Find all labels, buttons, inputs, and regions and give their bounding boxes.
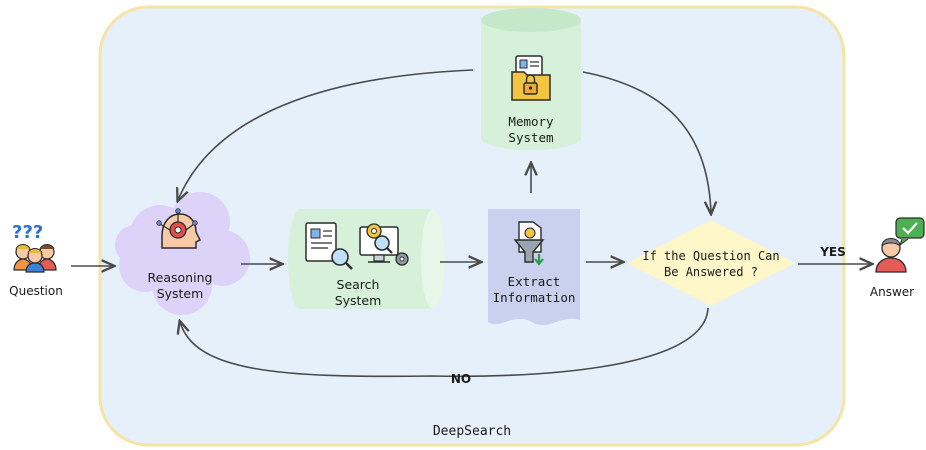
extract-label-line2: Information [492, 290, 576, 305]
arrow-memory-to-decision [582, 71, 711, 213]
deepsearch-label: DeepSearch [432, 424, 512, 439]
reasoning-system-cloud [115, 192, 250, 315]
arrow-decision-no-to-reasoning [180, 307, 709, 378]
no-edge-label: NO [450, 372, 472, 386]
search-label-line1: Search [336, 277, 380, 292]
reasoning-label-line1: Reasoning [147, 270, 213, 285]
extract-information-node [488, 209, 580, 326]
funnel-filter-icon [513, 221, 545, 266]
extract-information-label: Extract Information [486, 274, 582, 306]
monitor-gear-icon [359, 223, 409, 266]
confused-people-icon: ??? [12, 222, 57, 273]
brain-gear-icon [156, 208, 202, 249]
answer-label: Answer [869, 285, 915, 299]
decision-label-line1: If the Question Can [642, 249, 780, 263]
reasoning-label-line2: System [156, 286, 204, 301]
deepsearch-container [98, 5, 846, 447]
extract-label-line1: Extract [507, 274, 561, 289]
memory-label-line2: System [508, 130, 554, 145]
person-check-icon [875, 217, 925, 273]
search-label-line2: System [334, 293, 382, 308]
reasoning-system-label: Reasoning System [130, 270, 230, 302]
locked-folder-icon [511, 55, 551, 101]
question-label: Question [9, 284, 63, 298]
decision-diamond [627, 220, 795, 306]
memory-system-label: Memory System [481, 114, 581, 146]
document-search-icon [305, 222, 353, 270]
decision-label-line2: Be Answered ? [664, 265, 758, 279]
svg-text:???: ??? [12, 222, 43, 243]
memory-label-line1: Memory [508, 114, 554, 129]
arrow-memory-to-reasoning [178, 69, 474, 200]
yes-edge-label: YES [820, 245, 846, 259]
search-system-label: Search System [308, 277, 408, 309]
decision-label: If the Question Can Be Answered ? [636, 248, 786, 280]
